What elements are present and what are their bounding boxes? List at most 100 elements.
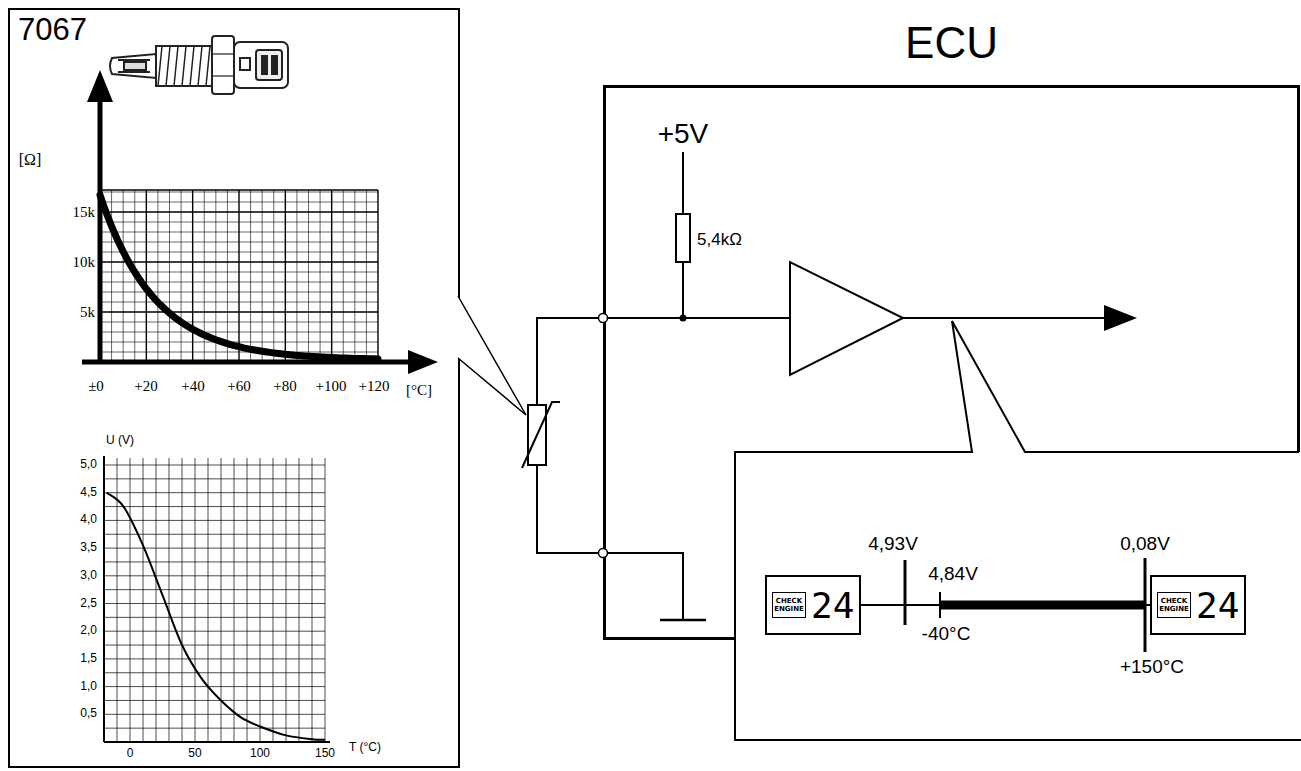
check-engine-icon: CHECK ENGINE [772,592,806,618]
resistance-curve [100,195,378,359]
y-axis [98,98,103,362]
sensor-hex [212,36,234,94]
tick-label: 4,0 [80,514,97,527]
grid-line [156,458,157,742]
grid-line [100,232,378,233]
output-wire [903,317,1108,319]
grid-line [100,352,378,353]
grid-line [325,458,326,742]
tick-label: +100 [316,378,347,395]
grid-line [100,202,378,203]
tick-label: 150 [315,747,335,760]
grid-voltage [104,458,325,742]
grid-line [100,261,378,262]
amplifier-symbol [790,262,903,375]
thread-lines [158,46,210,86]
grid-line [123,190,124,362]
tick-label: 0 [127,747,134,760]
hex-edge [212,75,234,76]
grid-line [273,458,274,742]
grid-line [308,190,309,362]
tick-label: 1,0 [80,680,97,693]
grid-line [100,192,378,193]
tick-label: 5k [80,304,95,321]
grid-line [192,190,193,362]
grid-line [104,506,325,507]
tick-label: 10k [73,254,96,271]
tick-label: +80 [273,378,296,395]
grid-line [100,222,378,223]
grid-line [104,617,325,618]
grid-line [104,478,325,479]
grid-line [104,465,325,466]
grid-line [299,458,300,742]
terminal-circle [599,549,608,558]
grid-line [296,190,297,362]
axis-title: T (°C) [349,741,381,754]
grid-line [104,520,325,521]
connector-socket [256,50,282,80]
tick-label: +20 [134,378,157,395]
x-axis [82,360,410,365]
tick-label: 3,0 [80,569,97,582]
axis-unit: [°C] [406,382,432,399]
grid-line [104,603,325,604]
tick-label: 15k [73,204,96,221]
grid-line [157,190,158,362]
grid-line [100,342,378,343]
grid-line [143,458,144,742]
grid-line [377,190,378,362]
tick-label: 2,0 [80,625,97,638]
ground-wire [537,465,683,620]
grid-line [100,311,378,312]
voltage-limit: 0,08V [1120,534,1170,555]
grid-line [146,190,147,362]
limit-tick [904,560,907,625]
sensor-tip [110,54,156,78]
tick-label: 3,5 [80,542,97,555]
callout-fill [735,321,1301,740]
tick-label: 100 [250,747,270,760]
tick-label: 2,5 [80,597,97,610]
supply-wire [682,152,684,214]
grid-line [104,492,325,493]
grid-line [208,458,209,742]
output-arrowhead [1104,305,1137,331]
temperature-limit: -40°C [922,624,971,645]
x-axis [104,741,330,743]
tick-label: 4,5 [80,486,97,499]
grid-line [262,190,263,362]
sensor-illustration [110,36,288,94]
grid-line [104,631,325,632]
hex-edge [212,53,234,54]
grid-line [130,458,131,742]
grid-line [354,190,355,362]
voltage-curve [107,493,325,740]
callout-pointer [458,296,526,415]
signal-wire [537,318,790,405]
grid-line [343,190,344,362]
grid-line [182,458,183,742]
ground-symbol [660,619,706,622]
resistor-symbol [676,214,690,262]
grid-line [250,190,251,362]
supply-wire [682,262,684,318]
grid-line [366,190,367,362]
grid-line [285,190,286,362]
grid-line [100,272,378,273]
sensor-connector [234,42,288,88]
axis-title: U (V) [106,434,134,447]
grid-line [104,561,325,562]
axis-arrowhead [408,350,438,374]
connector-pin [262,56,267,74]
check-engine-display: CHECK ENGINE24 [765,575,861,635]
junction-dot [680,315,687,322]
grid-line [100,302,378,303]
thermistor-slash [522,402,560,468]
sensor-slot [118,59,150,61]
tick-label: 50 [188,747,201,760]
y-axis [103,456,105,742]
tick-label: 5,0 [80,458,97,471]
tick-label: ±0 [88,378,104,395]
